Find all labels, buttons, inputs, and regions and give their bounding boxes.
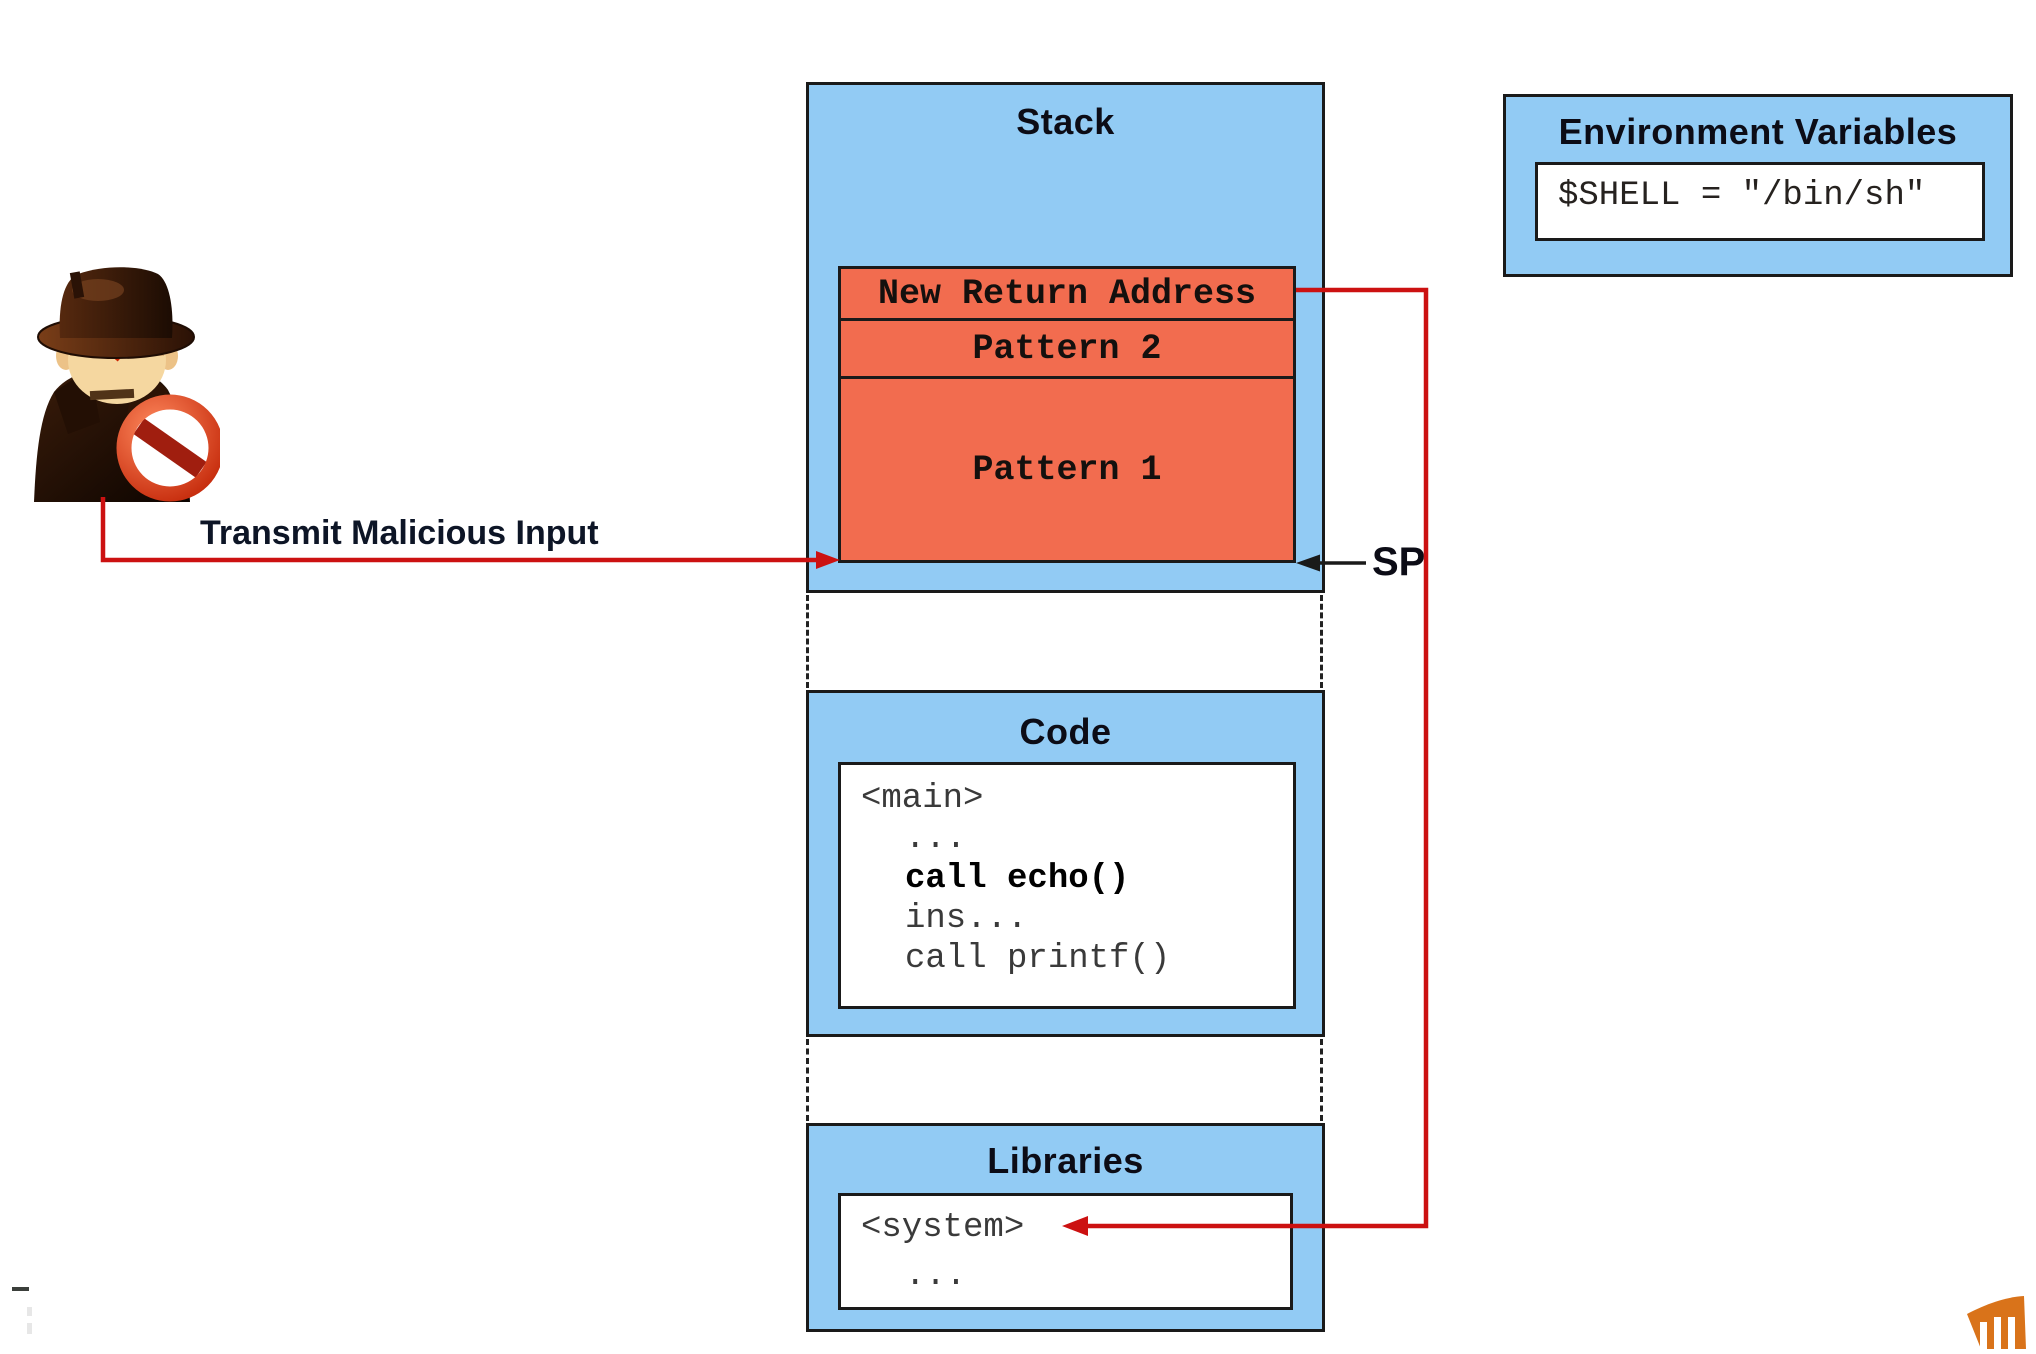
environment-variables-title: Environment Variables — [1558, 111, 1958, 152]
code-line-call-echo: call echo() — [905, 860, 1130, 898]
dashed-connector-stack-right — [1320, 595, 1323, 688]
stray-dash-artifact — [12, 1287, 29, 1291]
code-line-ins: ins... — [905, 900, 1028, 938]
orange-columns-logo — [1967, 1296, 2026, 1349]
code-line-ellipsis: ... — [905, 820, 967, 858]
dashed-connector-stack-left — [806, 595, 809, 688]
payload-row-new-return-address: New Return Address — [841, 269, 1293, 321]
block-sign-icon — [116, 394, 220, 502]
sp-label: SP — [1372, 540, 1426, 584]
dashed-connector-code-right — [1320, 1039, 1323, 1121]
environment-variable-value-box: $SHELL = "/bin/sh" — [1535, 162, 1985, 241]
code-title: Code — [1019, 711, 1112, 752]
transmit-malicious-input-label: Transmit Malicious Input — [200, 514, 599, 552]
code-line-call-printf: call printf() — [905, 940, 1171, 978]
code-line-main: <main> — [861, 780, 984, 818]
library-line-system: <system> — [861, 1209, 1025, 1247]
libraries-title: Libraries — [987, 1140, 1144, 1181]
stray-mark-artifact — [27, 1307, 32, 1316]
library-line-ellipsis: ... — [905, 1257, 967, 1295]
shell-variable-value: $SHELL = "/bin/sh" — [1558, 177, 1926, 215]
dashed-connector-code-left — [806, 1039, 809, 1121]
payload-box: New Return Address Pattern 2 Pattern 1 — [838, 266, 1296, 563]
stack-title: Stack — [1016, 101, 1115, 142]
libraries-listing-box: <system> ... — [838, 1193, 1293, 1310]
stray-mark-artifact — [27, 1323, 32, 1334]
payload-row-pattern-1: Pattern 1 — [972, 449, 1162, 490]
spy-attacker-icon — [34, 267, 220, 502]
code-listing-box: <main> ... call echo() ins... call print… — [838, 762, 1296, 1009]
payload-row-pattern-2: Pattern 2 — [841, 321, 1293, 379]
